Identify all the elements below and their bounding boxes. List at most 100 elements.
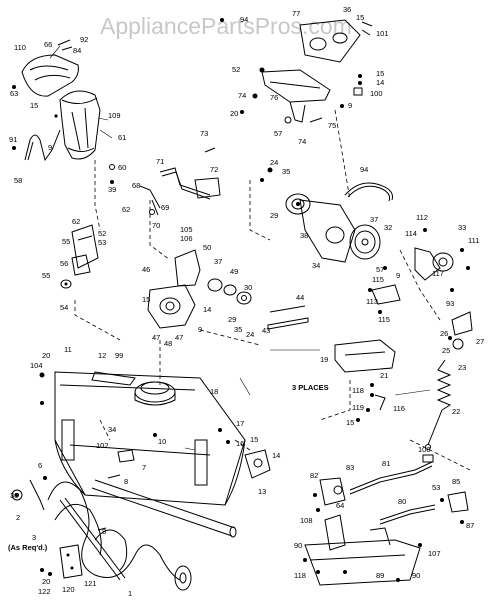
label-27: 27	[476, 337, 484, 346]
label-101: 101	[376, 29, 389, 38]
handle-rod-80	[379, 504, 436, 525]
label-32: 32	[384, 223, 392, 232]
label-47a: 47	[152, 333, 160, 342]
label-81: 81	[382, 459, 390, 468]
small-hardware-chute	[12, 85, 115, 184]
label-57b: 57	[376, 265, 384, 274]
label-63: 63	[10, 89, 18, 98]
label-73: 73	[200, 129, 208, 138]
auger-housing-11	[54, 371, 246, 506]
label-94b: 94	[360, 165, 368, 174]
label-108a: 108	[418, 445, 431, 454]
bracket-113	[371, 284, 401, 305]
assembly-dash-lines	[74, 109, 471, 471]
label-46: 46	[142, 265, 150, 274]
label-36: 36	[343, 5, 351, 14]
label-64: 64	[336, 501, 344, 510]
label-75: 75	[328, 121, 336, 130]
label-89: 89	[376, 571, 384, 580]
spring-22-23	[425, 359, 452, 450]
frame-89	[304, 514, 421, 586]
label-26: 26	[440, 329, 448, 338]
label-15d: 15	[142, 295, 150, 304]
label-37a: 37	[370, 215, 378, 224]
label-54: 54	[60, 303, 68, 312]
pulley-bracket-76	[261, 69, 331, 123]
bolt-92	[57, 39, 73, 51]
label-71: 71	[156, 157, 164, 166]
label-15a: 15	[30, 101, 38, 110]
label-24a: 24	[270, 158, 278, 167]
label-47b: 47	[175, 333, 183, 342]
note-as-req: (As Req'd.)	[8, 543, 48, 552]
top-hardware	[220, 18, 373, 124]
label-68: 68	[132, 181, 140, 190]
pivot-link-116	[374, 394, 386, 411]
label-55b: 55	[42, 271, 50, 280]
label-30: 30	[244, 283, 252, 292]
label-56: 56	[60, 259, 68, 268]
gear-housing-47	[147, 284, 196, 329]
label-69: 69	[161, 203, 169, 212]
label-119: 119	[352, 403, 364, 412]
control-rod-71	[159, 167, 211, 200]
label-90a: 90	[294, 541, 302, 550]
rod-73	[204, 147, 216, 153]
label-55a: 55	[62, 237, 70, 246]
bearing-37-49-30	[207, 278, 252, 305]
label-120: 120	[62, 585, 75, 594]
pulley-32	[349, 224, 381, 260]
label-20b: 20	[42, 351, 50, 360]
label-105: 105	[180, 225, 193, 234]
label-70: 70	[152, 221, 160, 230]
label-38: 38	[300, 231, 308, 240]
label-2: 2	[16, 513, 20, 522]
label-9a: 9	[48, 143, 52, 152]
mounting-plate-19	[334, 339, 396, 373]
label-14a: 14	[376, 78, 384, 87]
label-29a: 29	[270, 211, 278, 220]
label-14c: 14	[272, 451, 280, 460]
label-30b: 30	[10, 491, 18, 500]
label-74a: 74	[238, 91, 246, 100]
shear-bolt-8	[97, 474, 121, 531]
label-66: 66	[44, 40, 52, 49]
label-34b: 34	[108, 425, 116, 434]
label-15c: 15	[376, 69, 384, 78]
label-8b: 8	[102, 527, 106, 536]
note-three-places: 3 PLACES	[292, 383, 329, 392]
label-13: 13	[258, 487, 266, 496]
label-33: 33	[458, 223, 466, 232]
label-84: 84	[73, 46, 81, 55]
part-labels: 110 66 92 84 63 15 109 91 9 61 58 60 39 …	[8, 5, 484, 598]
label-9d: 9	[198, 325, 202, 334]
label-115b: 115	[378, 315, 390, 324]
label-80: 80	[398, 497, 406, 506]
label-9b: 9	[348, 101, 352, 110]
label-53: 53	[98, 238, 106, 247]
label-100: 100	[370, 89, 383, 98]
label-18: 18	[210, 387, 218, 396]
chute-support-bracket-62	[71, 224, 99, 269]
label-1: 1	[128, 589, 132, 598]
crank-68-69	[139, 185, 161, 216]
label-87: 87	[466, 521, 474, 530]
label-93: 93	[446, 299, 454, 308]
bracket-85-87	[447, 491, 469, 513]
label-17: 17	[236, 419, 244, 428]
bracket-72	[194, 177, 221, 199]
auger-shaft-7	[91, 479, 237, 538]
label-50: 50	[203, 243, 211, 252]
label-53b: 53	[432, 483, 440, 492]
label-20a: 20	[230, 109, 238, 118]
bracket-77	[299, 19, 361, 63]
belt-94	[344, 182, 393, 202]
chute-opening-99	[134, 381, 176, 406]
label-15b: 15	[356, 13, 364, 22]
label-29b: 29	[228, 315, 236, 324]
label-91: 91	[9, 135, 17, 144]
label-44: 44	[296, 293, 304, 302]
label-58: 58	[14, 176, 22, 185]
label-72: 72	[210, 165, 218, 174]
